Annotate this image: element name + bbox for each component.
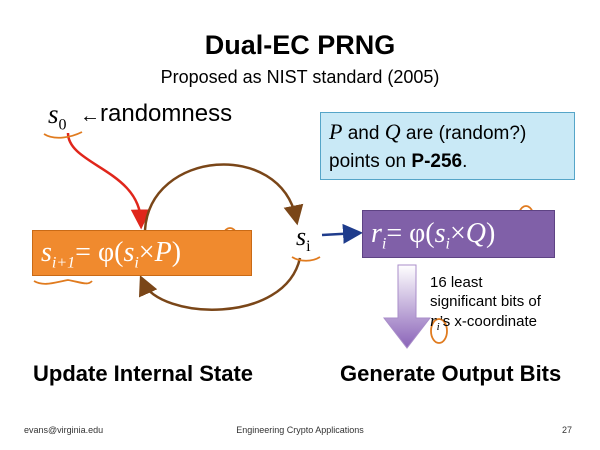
output-r-subscript: i bbox=[381, 235, 387, 253]
circle-ri bbox=[430, 318, 448, 344]
randomness-label: randomness bbox=[100, 100, 233, 127]
output-arrow bbox=[321, 223, 363, 244]
note-line-1: 16 least bbox=[430, 274, 483, 291]
next-state-subscript: i+1 bbox=[51, 254, 76, 272]
seed-arrow bbox=[66, 132, 151, 230]
note-end: . bbox=[462, 151, 468, 172]
seed-variable: s0 bbox=[48, 99, 67, 134]
q-variable: Q bbox=[384, 119, 401, 144]
slide-subtitle: Proposed as NIST standard (2005) bbox=[160, 67, 440, 87]
state-var: s bbox=[296, 222, 307, 251]
curve-name: P-256 bbox=[411, 151, 463, 172]
update-s-var: s bbox=[123, 237, 135, 268]
underline-s0 bbox=[43, 131, 83, 139]
state-label: si bbox=[296, 222, 311, 256]
footer-course: Engineering Crypto Applications bbox=[236, 425, 364, 435]
update-state-box: si+1= φ(si×P) bbox=[32, 230, 252, 276]
p-variable: P bbox=[329, 119, 343, 144]
output-r-var: r bbox=[371, 218, 382, 249]
next-state-var: s bbox=[41, 237, 52, 268]
loop-arrow-top bbox=[143, 163, 304, 231]
update-eq: = φ( bbox=[75, 237, 124, 268]
output-close: ) bbox=[486, 218, 496, 249]
output-section-caption: Generate Output Bits bbox=[340, 361, 562, 386]
update-close: ) bbox=[171, 237, 182, 268]
update-times: × bbox=[138, 237, 155, 268]
note-r-var: r bbox=[430, 311, 437, 330]
underline-si bbox=[291, 256, 321, 262]
update-p-var: P bbox=[154, 237, 172, 268]
output-times: × bbox=[450, 218, 466, 249]
and-word: and bbox=[342, 123, 385, 144]
curve-points-note: P and Q are (random?) points on P-256. bbox=[320, 112, 575, 180]
seed-var-subscript: 0 bbox=[58, 116, 67, 134]
output-bits-note: 16 least significant bits of ri’s x-coor… bbox=[430, 273, 541, 337]
underline-si1 bbox=[33, 279, 93, 285]
slide-title: Dual-EC PRNG bbox=[204, 30, 396, 60]
note-line-3: ri’s x-coordinate bbox=[430, 311, 541, 337]
down-arrow-icon bbox=[382, 264, 432, 349]
seed-var-letter: s bbox=[48, 99, 59, 129]
output-eq: = φ( bbox=[386, 218, 435, 249]
note-line-2: significant bits of bbox=[430, 293, 541, 310]
output-box: ri= φ(si×Q) bbox=[362, 210, 555, 258]
output-q-var: Q bbox=[465, 218, 487, 249]
note-text-2: points on bbox=[329, 151, 412, 172]
update-section-caption: Update Internal State bbox=[33, 361, 254, 386]
footer-email: evans@virginia.edu bbox=[24, 425, 104, 435]
left-arrow-icon: ← bbox=[80, 105, 100, 127]
update-s-subscript: i bbox=[134, 254, 139, 272]
note-line-3-rest: ’s x-coordinate bbox=[439, 313, 537, 330]
output-s-var: s bbox=[434, 218, 446, 249]
loop-arrow-bottom bbox=[139, 257, 302, 311]
note-r-subscript: i bbox=[436, 321, 440, 333]
output-s-subscript: i bbox=[445, 235, 450, 253]
state-subscript: i bbox=[306, 238, 311, 256]
page-number: 27 bbox=[561, 425, 572, 435]
note-text-1: are (random?) bbox=[400, 123, 527, 144]
